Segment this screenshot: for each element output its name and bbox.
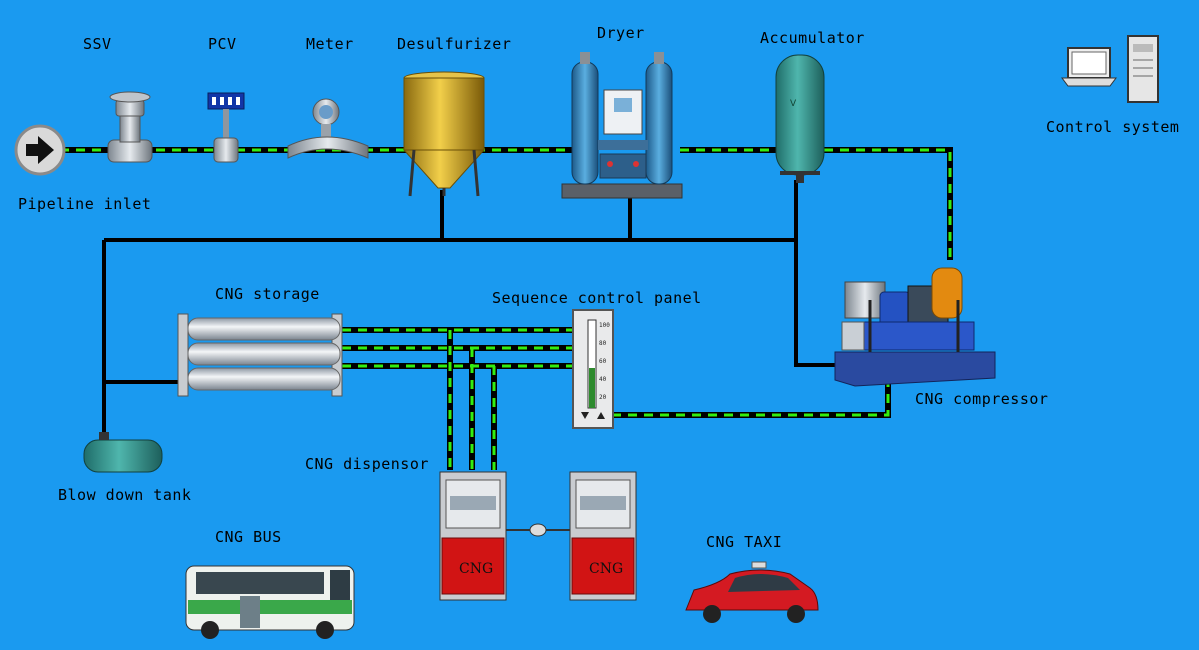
cng-dispenser-1-icon: CNG xyxy=(439,471,507,601)
cng-dispenser-2-icon: CNG xyxy=(569,471,637,601)
desulfurizer-icon xyxy=(402,71,486,197)
svg-text:V: V xyxy=(790,99,797,109)
cng-compressor-icon xyxy=(834,267,996,387)
blow-down-tank-label: Blow down tank xyxy=(58,486,192,504)
cng-compressor-label: CNG compressor xyxy=(915,390,1049,408)
dispenser-2-text: CNG xyxy=(589,561,623,577)
cng-storage-label: CNG storage xyxy=(215,285,320,303)
control-system-label: Control system xyxy=(1046,118,1180,136)
control-system-icon xyxy=(1061,35,1159,103)
sequence-control-panel-icon: 100 80 60 40 20 xyxy=(572,309,614,429)
pipeline-inlet-label: Pipeline inlet xyxy=(18,195,152,213)
panel-scale-40: 40 xyxy=(599,376,607,383)
cng-dispensor-label: CNG dispensor xyxy=(305,455,429,473)
sequence-control-panel-label: Sequence control panel xyxy=(492,289,702,307)
dryer-label: Dryer xyxy=(597,24,645,42)
pcv-label: PCV xyxy=(208,35,237,53)
panel-scale-100: 100 xyxy=(599,322,610,329)
meter-label: Meter xyxy=(306,35,354,53)
dispenser-1-text: CNG xyxy=(459,561,493,577)
panel-scale-60: 60 xyxy=(599,358,607,365)
ssv-label: SSV xyxy=(83,35,112,53)
nozzle-connector-icon xyxy=(506,523,570,537)
panel-scale-80: 80 xyxy=(599,340,607,347)
cng-taxi-icon xyxy=(685,561,819,623)
cng-taxi-label: CNG TAXI xyxy=(706,533,783,551)
cng-bus-icon xyxy=(185,565,355,639)
accumulator-label: Accumulator xyxy=(760,29,865,47)
desulfurizer-label: Desulfurizer xyxy=(397,35,512,53)
pcv-valve-icon xyxy=(207,92,245,163)
pipeline-inlet-icon xyxy=(14,124,66,176)
cng-bus-label: CNG BUS xyxy=(215,528,282,546)
accumulator-icon: V xyxy=(775,54,825,183)
vent-pipes xyxy=(102,180,835,445)
gas-pipes xyxy=(60,147,953,470)
dryer-icon xyxy=(561,52,683,199)
cng-storage-icon xyxy=(177,313,343,397)
flow-meter-icon xyxy=(287,98,369,159)
panel-scale-20: 20 xyxy=(599,394,607,401)
blow-down-tank-icon xyxy=(83,432,163,473)
ssv-valve-icon xyxy=(107,91,153,163)
